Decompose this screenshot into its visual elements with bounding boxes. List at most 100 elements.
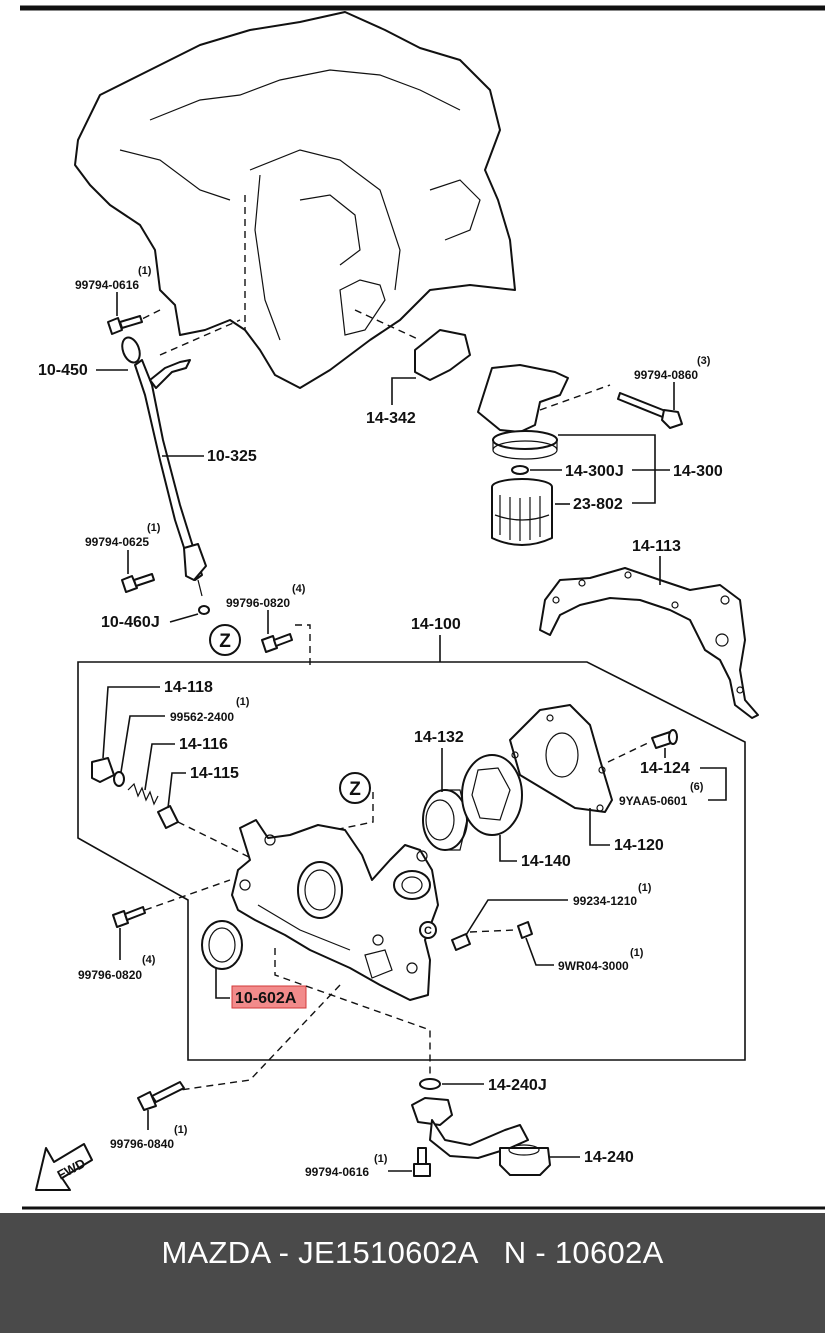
part-label: 23-802 <box>573 496 623 513</box>
part-label: 10-325 <box>207 448 257 465</box>
part-label: 14-113 <box>632 538 681 555</box>
highlighted-part-label: 10-602A <box>235 990 297 1007</box>
part-label: 99562-2400 <box>170 710 234 724</box>
part-label: 10-450 <box>38 362 88 379</box>
leader-line <box>215 968 230 999</box>
strainer-14-240 <box>411 1097 551 1176</box>
footer-title: MAZDA - JE1510602A N - 10602A <box>161 1235 664 1270</box>
guide-line <box>539 384 611 411</box>
part-label: 99796-0840 <box>110 1137 174 1151</box>
oil-filter-23-802 <box>491 478 553 546</box>
part-label: 99794-0616 <box>75 278 139 292</box>
part-label: 14-342 <box>366 410 416 427</box>
qty-label: (4) <box>292 583 306 595</box>
guide-line <box>274 948 431 1075</box>
guide-line <box>469 929 516 933</box>
part-label: 9YAA5-0601 <box>619 794 688 808</box>
part-label: 10-460J <box>101 614 160 631</box>
highlight-box <box>231 985 307 1009</box>
footer-bar: MAZDA - JE1510602A N - 10602A <box>0 1213 825 1333</box>
qty-label: (1) <box>236 696 250 708</box>
part-label: 14-300 <box>673 463 723 480</box>
leader-line <box>525 937 554 966</box>
part-label: 14-120 <box>614 837 664 854</box>
qty-label: (1) <box>630 947 644 959</box>
spring-14-116 <box>127 782 159 806</box>
part-label: 14-240J <box>488 1077 547 1094</box>
qty-label: (1) <box>138 265 152 277</box>
qty-label: (4) <box>142 954 156 966</box>
leader-line <box>169 613 199 623</box>
bolt-99794-0616-top <box>107 315 143 335</box>
marker-c-circle <box>419 921 437 939</box>
guide-line <box>144 879 231 911</box>
parts-diagram: (1) 99794-0616 10-450 10-325 (1) 99794-0… <box>20 5 825 1210</box>
leader-line <box>499 835 517 862</box>
part-label: 99794-0616 <box>305 1165 369 1179</box>
gasket-14-342 <box>414 329 471 381</box>
guide-line <box>607 741 651 763</box>
part-label: 14-116 <box>179 736 228 753</box>
part-label: 14-100 <box>411 616 461 633</box>
part-label: 14-115 <box>190 765 239 782</box>
guide-line <box>177 821 256 861</box>
leader-line <box>589 808 610 846</box>
part-label: 14-240 <box>584 1149 634 1166</box>
part-label: 14-132 <box>414 729 464 746</box>
rotor-14-140 <box>461 754 523 836</box>
bolt-99794-0625 <box>121 573 155 593</box>
cover-14-120 <box>509 704 613 813</box>
part-label: 99794-0625 <box>85 535 149 549</box>
plunger-14-115 <box>157 805 179 829</box>
o-ring-14-300J <box>511 465 529 475</box>
bolt-99796-0820-top <box>261 633 293 653</box>
oil-pump-body <box>231 819 439 1001</box>
part-label: 9WR04-3000 <box>558 959 629 973</box>
part-label: 99234-1210 <box>573 894 637 908</box>
rotor-14-132 <box>422 789 468 851</box>
part-label: 99796-0820 <box>78 968 142 982</box>
qty-label: (6) <box>690 781 704 793</box>
qty-label: (1) <box>174 1124 188 1136</box>
leader-line <box>144 743 175 791</box>
leader-line <box>102 686 160 759</box>
leader-line <box>465 899 568 936</box>
part-label: 14-118 <box>164 679 213 696</box>
assembly-frame-14-100 <box>77 661 746 1061</box>
guide-line <box>295 624 311 668</box>
guide-line <box>159 319 241 356</box>
plug-9WR04-3000 <box>517 921 533 939</box>
o-ring-10-460J <box>198 605 210 615</box>
marker-z-circle <box>209 624 241 656</box>
leader-line <box>391 377 416 405</box>
part-label: 99796-0820 <box>226 596 290 610</box>
pin-99234-1210 <box>451 933 471 951</box>
bolt-99794-0616-bottom <box>413 1147 431 1177</box>
part-label: 14-124 <box>640 760 690 777</box>
part-label: 14-300J <box>565 463 624 480</box>
fwd-arrow-icon: FWD <box>35 1143 93 1191</box>
plug-14-118 <box>91 757 125 787</box>
dipstick-tube <box>121 336 207 597</box>
oil-seal-10-602A <box>201 920 243 970</box>
leader-line <box>700 767 727 801</box>
bolt-99796-0840 <box>137 1081 185 1111</box>
leader-line <box>120 715 165 773</box>
part-label: 99794-0860 <box>634 368 698 382</box>
bolt-99794-0860 <box>617 392 683 429</box>
marker-z: Z <box>219 631 231 652</box>
leader-line <box>167 772 186 809</box>
qty-label: (1) <box>638 882 652 894</box>
qty-label: (3) <box>697 355 711 367</box>
engine-block <box>74 11 516 389</box>
qty-label: (1) <box>374 1153 388 1165</box>
qty-label: (1) <box>147 522 161 534</box>
marker-z-circle <box>339 772 371 804</box>
leader-line <box>558 434 656 504</box>
marker-c: C <box>424 925 432 937</box>
bolt-99796-0820-left <box>112 906 146 928</box>
screw-14-124 <box>651 729 678 749</box>
marker-z: Z <box>349 779 361 800</box>
oil-filter-housing <box>477 364 569 460</box>
part-label: 14-140 <box>521 853 571 870</box>
